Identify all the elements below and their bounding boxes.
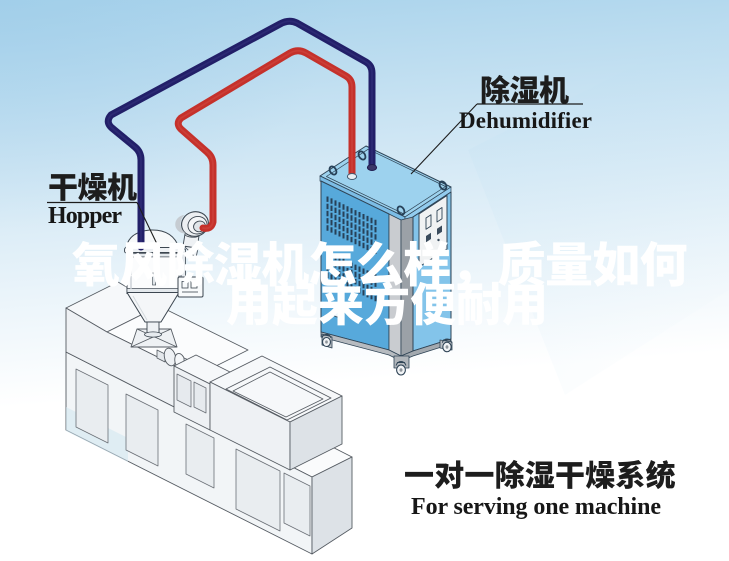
dehumidifier-caster-right [441, 338, 453, 353]
hopper-label-en: Hopper [48, 203, 122, 229]
mount-plate-cross [136, 328, 178, 348]
dehumidifier-label-pointer [410, 103, 478, 175]
extruder-door-panel-4 [235, 448, 281, 532]
hopper-label-pointer [136, 202, 158, 245]
extruder-machine [65, 281, 353, 555]
dry-air-fitting [346, 173, 358, 180]
tower-panel-1 [176, 373, 192, 408]
extruder-right-face [311, 456, 353, 555]
background-topleft-tint [0, 0, 340, 230]
dehumidifier-caster-front [395, 361, 407, 376]
right-block-right [289, 395, 343, 471]
hopper-cone [126, 292, 180, 323]
extruder-door-panel-2 [125, 393, 159, 467]
dry-air-pipe [174, 47, 356, 232]
dehumidifier-lift-ring-1 [328, 165, 338, 176]
tower-panel-2 [193, 381, 207, 414]
return-air-fitting [366, 164, 378, 171]
dehumidifier-label-en: Dehumidifier [459, 108, 592, 133]
right-block-lid-outer [225, 366, 332, 421]
dehumidifier-lift-ring-3 [438, 180, 448, 191]
caption-en: For serving one machine [411, 494, 661, 520]
panel-switch-2 [436, 207, 443, 223]
mount-plate-cross [130, 328, 172, 348]
panel-dot-2 [437, 238, 440, 242]
panel-button-1 [426, 232, 431, 243]
extruder-door-panel-5 [283, 472, 311, 537]
return-air-pipe [104, 17, 376, 251]
hopper-flange-band [126, 288, 180, 293]
right-block-lid-inner [232, 371, 324, 418]
hopper-cone-shade [132, 295, 148, 321]
dehumidifier-lift-ring-2 [357, 150, 367, 161]
hopper-neck-flange [144, 331, 162, 338]
dehumidifier-caster-left [321, 333, 332, 348]
blower-rim-shade [175, 215, 186, 234]
panel-button-2 [437, 225, 442, 235]
extruder-door-panel-1 [75, 368, 109, 444]
dehumidifier-lift-ring-4 [396, 205, 406, 216]
extruder-door-panel-3 [185, 423, 215, 489]
panel-switch-1 [425, 214, 432, 230]
barrel-sleeve [156, 349, 166, 363]
